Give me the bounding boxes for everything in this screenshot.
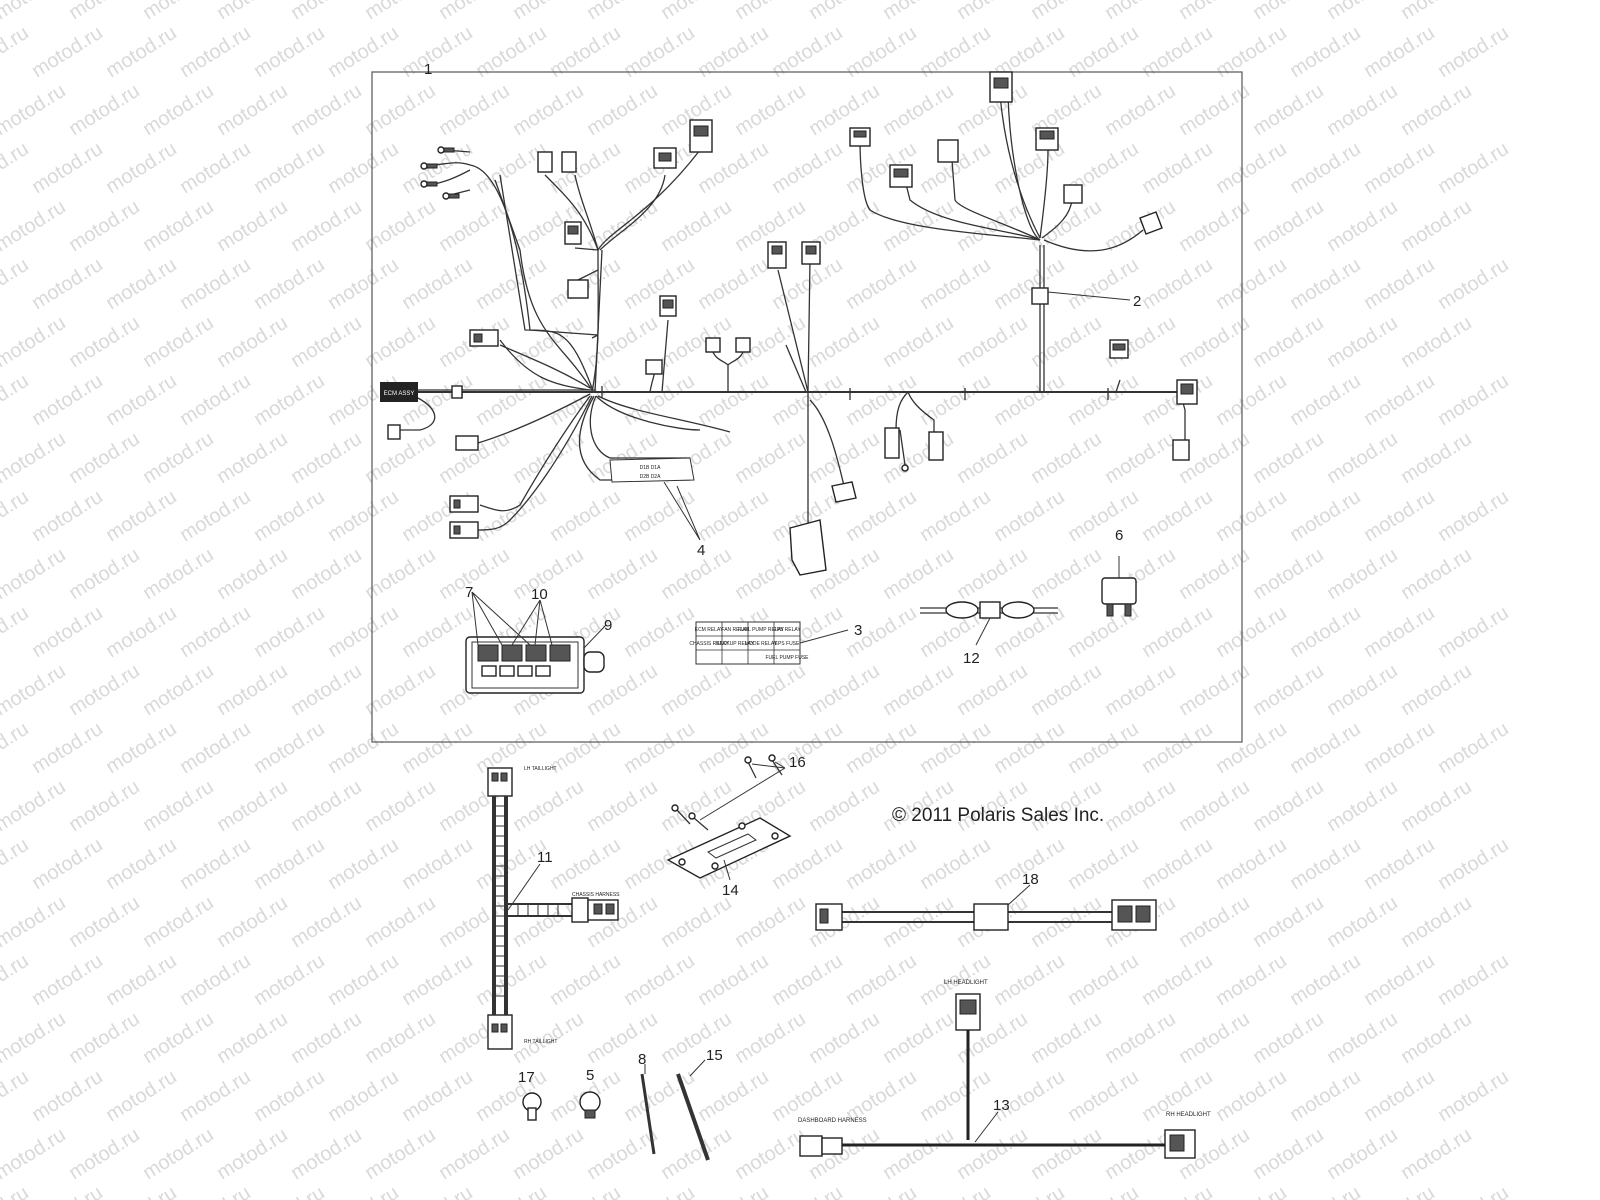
callout-12: 12: [963, 650, 980, 667]
relay-label-cell: EPS FUSE: [775, 641, 800, 647]
callout-numbers: 1 2 3 4 5 6 7 8 9 10 11 12 13 14 15 16 1…: [424, 61, 1141, 1114]
relay-label-cell: FUEL PUMP RELAY: [738, 627, 784, 633]
fuse-tag-label-2: D2B D2A: [640, 474, 662, 480]
inline-fuse-holder: [920, 601, 1058, 646]
relay-label-cell: MODE RELAY: [745, 641, 778, 647]
fuse-tag-label-1: D1B D1A: [640, 465, 662, 471]
callout-3: 3: [854, 622, 862, 639]
screws: [671, 754, 786, 831]
fuse-part: [1101, 556, 1137, 617]
callout-4: 4: [697, 542, 705, 559]
callout-16: 16: [789, 754, 806, 771]
relay-label-cell: FUEL PUMP FUSE: [765, 655, 809, 661]
relay-label-cell: FAN RELAY: [721, 627, 749, 633]
callout-14: 14: [722, 882, 739, 899]
main-harness: [388, 94, 1186, 561]
headlight-harness: LH HEADLIGHT RH HEADLIGHT DASHBOARD HARN…: [798, 980, 1211, 1159]
fuse-relay-box: [465, 591, 607, 694]
harness-connectors: ECM ASSY: [380, 71, 1198, 576]
relay-label-cell: ECM RELAY: [695, 627, 724, 633]
callout-11: 11: [537, 849, 553, 866]
callout-5: 5: [586, 1067, 594, 1084]
rh-taillight-label: RH TAILLIGHT: [524, 1039, 557, 1045]
taillight-harness: LH TAILLIGHT RH TAILLIGHT CHASSIS HARNES…: [487, 766, 620, 1050]
callout-18: 18: [1022, 871, 1039, 888]
assembly-frame: [371, 71, 1243, 743]
callout-8: 8: [638, 1051, 646, 1068]
relay-label-cell: EPS RELAY: [773, 627, 801, 633]
dashboard-harness-label: DASHBOARD HARNESS: [798, 1118, 867, 1124]
callout-7: 7: [465, 584, 473, 601]
callout-2: 2: [1133, 293, 1141, 310]
callout-10: 10: [531, 586, 548, 603]
ecm-label: ECM ASSY: [384, 391, 415, 397]
relay-label-cell: CHASSIS RELAY: [689, 641, 729, 647]
callout-15: 15: [706, 1047, 723, 1064]
relay-label-cell: BACKUP RELAY: [716, 641, 755, 647]
copyright-text: © 2011 Polaris Sales Inc.: [892, 805, 1104, 826]
lh-headlight-label: LH HEADLIGHT: [944, 980, 988, 986]
callout-6: 6: [1115, 527, 1123, 544]
callout-13: 13: [993, 1097, 1010, 1114]
callout-9: 9: [604, 617, 612, 634]
small-parts: [522, 1059, 710, 1161]
chassis-harness-label: CHASSIS HARNESS: [572, 892, 620, 898]
rh-headlight-label: RH HEADLIGHT: [1166, 1112, 1211, 1118]
adapter-harness: [815, 884, 1157, 931]
callout-1: 1: [424, 61, 432, 78]
mounting-plate: [666, 817, 792, 881]
lh-taillight-label: LH TAILLIGHT: [524, 766, 557, 772]
callout-17: 17: [518, 1069, 535, 1086]
relay-label: ECM RELAY FAN RELAY FUEL PUMP RELAY EPS …: [689, 621, 849, 665]
ecm-module: [380, 382, 418, 402]
